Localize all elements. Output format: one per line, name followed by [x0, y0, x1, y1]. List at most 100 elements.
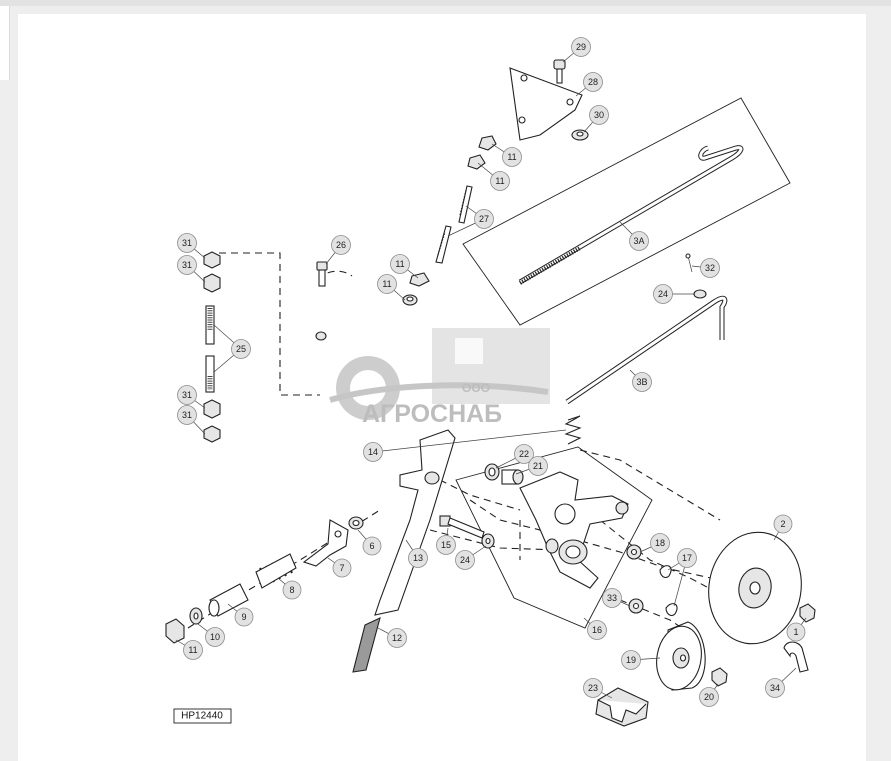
nut-1: [799, 603, 816, 623]
callout-19: 19: [621, 650, 641, 670]
spring-14: [564, 415, 582, 445]
callout-31: 31: [177, 233, 197, 253]
svg-text:29: 29: [576, 42, 586, 52]
bushing-21: [501, 469, 524, 485]
callout-22: 22: [514, 444, 534, 464]
washer-10: [189, 607, 203, 625]
svg-text:24: 24: [658, 289, 668, 299]
callout-11: 11: [490, 171, 510, 191]
nut-31-a: [203, 251, 221, 269]
svg-text:25: 25: [236, 344, 246, 354]
washer-24-lower: [481, 533, 495, 549]
svg-text:13: 13: [413, 553, 423, 563]
callout-6: 6: [362, 536, 382, 556]
bracket-16-frame: [455, 446, 653, 629]
pedal-pad-12: [352, 617, 381, 673]
top-bar: [0, 0, 891, 6]
nut-30: [571, 129, 589, 141]
rod-3a-frame: [462, 97, 791, 326]
callout-28: 28: [583, 72, 603, 92]
washer-18: [626, 544, 642, 560]
svg-text:3B: 3B: [636, 377, 647, 387]
bolt-29: [553, 59, 566, 84]
left-panel-edge: [0, 6, 10, 80]
callout-8: 8: [282, 580, 302, 600]
callout-9: 9: [234, 607, 254, 627]
svg-text:20: 20: [704, 692, 714, 702]
svg-text:27: 27: [479, 214, 489, 224]
svg-text:1: 1: [793, 627, 798, 637]
callout-30: 30: [589, 105, 609, 125]
svg-text:8: 8: [289, 585, 294, 595]
svg-text:2: 2: [780, 519, 785, 529]
callout-29: 29: [571, 37, 591, 57]
callout-11: 11: [390, 254, 410, 274]
washer-24-upper: [693, 289, 707, 299]
svg-text:28: 28: [588, 77, 598, 87]
svg-text:10: 10: [210, 632, 220, 642]
callout-10: 10: [205, 627, 225, 647]
callout-24: 24: [455, 550, 475, 570]
callout-7: 7: [332, 558, 352, 578]
v-pulley-19: [656, 621, 706, 691]
svg-text:11: 11: [495, 176, 504, 186]
svg-text:31: 31: [182, 410, 192, 420]
pedal-arm-13: [374, 429, 456, 616]
watermark-small-text: ООО: [462, 381, 490, 395]
callout-11: 11: [502, 147, 522, 167]
callout-31: 31: [177, 385, 197, 405]
callout-33: 33: [602, 588, 622, 608]
callout-34: 34: [765, 678, 785, 698]
nut-11-lower: [165, 618, 185, 644]
callout-3A: 3A: [629, 231, 649, 251]
svg-text:24: 24: [460, 555, 470, 565]
callout-20: 20: [699, 687, 719, 707]
callout-14: 14: [363, 442, 383, 462]
bracket-7: [302, 519, 349, 567]
svg-text:11: 11: [382, 279, 391, 289]
svg-text:17: 17: [682, 553, 692, 563]
rod-3a: [518, 145, 744, 285]
clip-34: [783, 641, 809, 673]
rod-25: [205, 305, 215, 393]
bolt-26: [316, 261, 328, 287]
flat-pulley-2: [708, 531, 802, 645]
callout-16: 16: [587, 620, 607, 640]
figure-id-text: HP12440: [181, 711, 223, 722]
clip-17-a: [659, 565, 672, 579]
rod-3b: [565, 295, 728, 405]
svg-text:11: 11: [188, 645, 197, 655]
callout-2: 2: [773, 514, 793, 534]
svg-text:21: 21: [533, 461, 543, 471]
spring-8: [255, 553, 297, 589]
callout-13: 13: [408, 548, 428, 568]
callout-23: 23: [583, 678, 603, 698]
svg-text:14: 14: [368, 447, 378, 457]
nut-11-upper-a: [478, 135, 497, 151]
svg-text:30: 30: [594, 110, 604, 120]
leader-14: [372, 429, 567, 453]
watermark-brand-text: АГРОСНАБ: [362, 400, 502, 428]
svg-text:31: 31: [182, 260, 192, 270]
nut-20: [711, 667, 728, 687]
svg-text:15: 15: [441, 540, 451, 550]
sleeve-9: [208, 583, 249, 617]
nut-11-mid-a: [409, 272, 430, 287]
washer-33: [628, 598, 644, 614]
svg-text:31: 31: [182, 390, 192, 400]
callout-24: 24: [653, 284, 673, 304]
svg-text:6: 6: [369, 541, 374, 551]
idler-bracket-16: [519, 471, 629, 589]
watermark: ООО АГРОСНАБ: [329, 328, 550, 428]
callout-27: 27: [474, 209, 494, 229]
svg-text:11: 11: [507, 152, 516, 162]
callout-1: 1: [786, 622, 806, 642]
fitting-left: [315, 331, 327, 341]
washer-11-mid-b: [402, 294, 418, 306]
callout-21: 21: [528, 456, 548, 476]
callout-3B: 3B: [632, 372, 652, 392]
callout-11: 11: [183, 640, 203, 660]
callout-26: 26: [331, 235, 351, 255]
svg-text:32: 32: [705, 263, 715, 273]
